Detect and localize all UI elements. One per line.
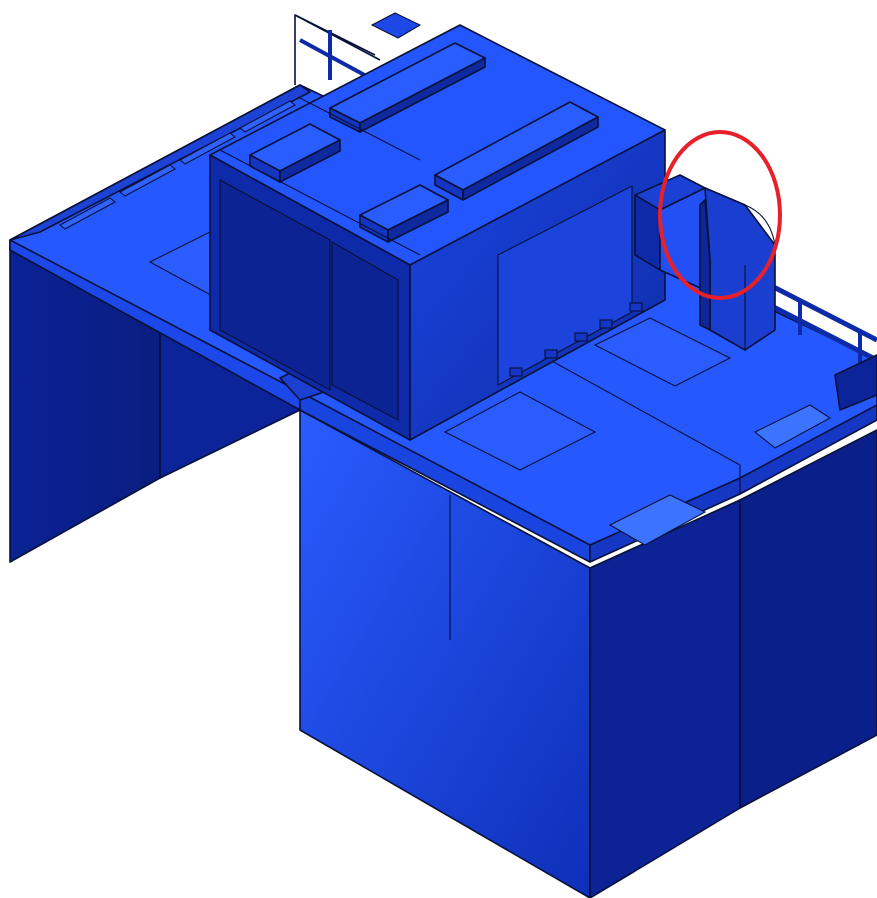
cabin-brackets [509,302,643,377]
cabin-door-right [331,241,399,421]
roof-units [219,12,599,256]
deck-hatch-center [443,391,597,471]
cabin-door-left [219,179,331,391]
side-railing [758,277,877,411]
cabin-window-panel [497,185,633,386]
deck-hatch-right [593,317,732,387]
highlight-circle [658,130,782,300]
front-panel-a [608,494,707,546]
rear-vents [59,100,296,230]
cabin-box [209,12,666,441]
exhaust-duct [634,174,776,351]
rear-railing [294,14,381,85]
left-leg [9,247,301,563]
front-panel-b [753,404,832,449]
front-leg [299,409,877,898]
